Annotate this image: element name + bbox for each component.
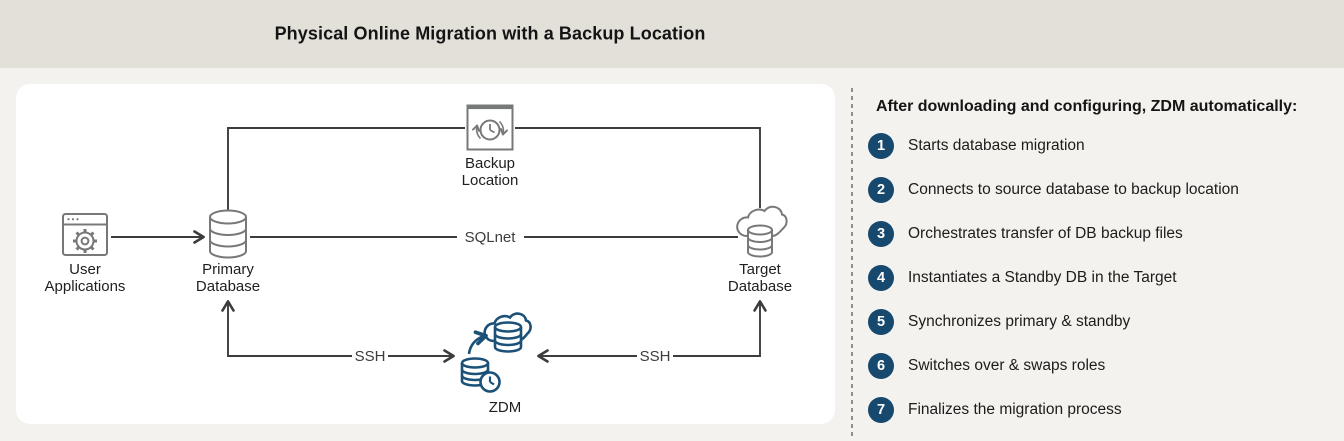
step-text: Connects to source database to backup lo… — [908, 181, 1239, 198]
sqlnet-label: SQLnet — [465, 229, 517, 246]
step-number-badge: 2 — [868, 177, 894, 203]
step-text: Orchestrates transfer of DB backup files — [908, 225, 1183, 242]
backup-location-node: Backup Location — [462, 104, 519, 189]
steps-heading: After downloading and configuring, ZDM a… — [876, 98, 1298, 115]
zdm-node: ZDM — [460, 312, 532, 416]
target-database-label-line1: Target — [739, 261, 782, 278]
backup-location-label-line1: Backup — [465, 155, 515, 172]
backup-path-connector — [227, 127, 761, 210]
step-item-3: 3 Orchestrates transfer of DB backup fil… — [868, 221, 1334, 247]
ssh-left-connector — [221, 300, 455, 363]
ssh-right-label: SSH — [640, 348, 671, 365]
zdm-label: ZDM — [489, 399, 522, 416]
cloud-database-icon — [736, 205, 788, 258]
step-text: Instantiates a Standby DB in the Target — [908, 269, 1177, 286]
database-cylinder-icon — [209, 209, 247, 259]
browser-gear-icon — [62, 213, 108, 256]
architecture-diagram: SQLnet SSH SSH — [45, 104, 792, 416]
step-item-1: 1 Starts database migration — [868, 133, 1334, 159]
user-applications-label-line1: User — [69, 261, 101, 278]
target-database-label-line2: Database — [728, 278, 792, 295]
backup-clock-window-icon — [466, 104, 514, 151]
step-number-badge: 3 — [868, 221, 894, 247]
step-item-2: 2 Connects to source database to backup … — [868, 177, 1334, 203]
step-number-badge: 7 — [868, 397, 894, 423]
user-applications-label-line2: Applications — [45, 278, 126, 295]
step-text: Starts database migration — [908, 137, 1085, 154]
step-number-badge: 6 — [868, 353, 894, 379]
step-item-7: 7 Finalizes the migration process — [868, 397, 1334, 423]
steps-panel: After downloading and configuring, ZDM a… — [868, 98, 1334, 441]
architecture-diagram-panel: SQLnet SSH SSH — [16, 84, 835, 424]
user-applications-node: User Applications — [45, 213, 126, 295]
ssh-left-label: SSH — [355, 348, 386, 365]
step-item-4: 4 Instantiates a Standby DB in the Targe… — [868, 265, 1334, 291]
step-number-badge: 1 — [868, 133, 894, 159]
step-number-badge: 4 — [868, 265, 894, 291]
primary-database-node: Primary Database — [196, 209, 260, 295]
step-number-badge: 5 — [868, 309, 894, 335]
target-database-node: Target Database — [728, 205, 792, 295]
page-content: SQLnet SSH SSH — [0, 68, 1344, 440]
primary-database-label-line2: Database — [196, 278, 260, 295]
step-text: Synchronizes primary & standby — [908, 313, 1131, 330]
primary-database-label-line1: Primary — [202, 261, 254, 278]
step-item-6: 6 Switches over & swaps roles — [868, 353, 1334, 379]
backup-location-label-line2: Location — [462, 172, 519, 189]
step-text: Switches over & swaps roles — [908, 357, 1106, 374]
step-item-5: 5 Synchronizes primary & standby — [868, 309, 1334, 335]
dashed-divider — [851, 88, 853, 437]
zdm-cloud-migration-icon — [460, 312, 532, 393]
step-text: Finalizes the migration process — [908, 401, 1122, 418]
ssh-right-connector — [537, 300, 767, 363]
page-title: Physical Online Migration with a Backup … — [274, 23, 706, 44]
title-banner: Physical Online Migration with a Backup … — [0, 0, 1344, 68]
